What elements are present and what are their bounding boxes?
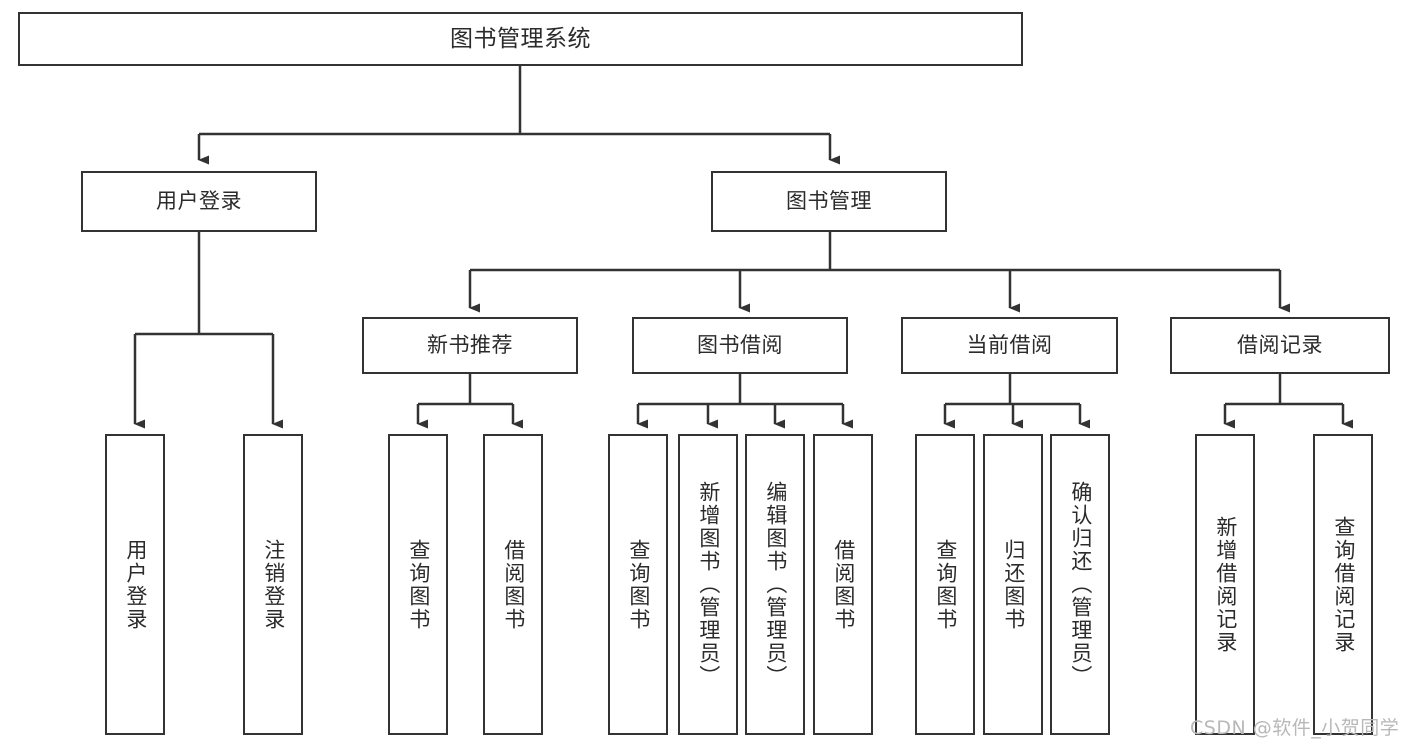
- node-leaf-logout-login[interactable]: 注销登录: [243, 434, 303, 735]
- node-leaf-query-record[interactable]: 查询借阅记录: [1313, 434, 1373, 735]
- node-leaf-borrow-book-1[interactable]: 借阅图书: [483, 434, 543, 735]
- node-leaf-add-record-label: 新增借阅记录: [1213, 515, 1238, 654]
- node-leaf-query-book-3-label: 查询图书: [933, 538, 958, 631]
- node-leaf-borrow-book-1-label: 借阅图书: [501, 538, 526, 631]
- node-leaf-edit-book[interactable]: 编辑图书（管理员）: [745, 434, 805, 735]
- node-leaf-confirm-return-label: 确认归还（管理员）: [1068, 481, 1093, 688]
- node-book-borrow[interactable]: 图书借阅: [632, 317, 848, 374]
- node-current-borrow-label: 当前借阅: [966, 333, 1053, 358]
- node-leaf-query-book-1[interactable]: 查询图书: [388, 434, 448, 735]
- node-leaf-query-book-3[interactable]: 查询图书: [915, 434, 975, 735]
- node-leaf-add-record[interactable]: 新增借阅记录: [1195, 434, 1255, 735]
- node-user-login-label: 用户登录: [156, 189, 242, 214]
- node-leaf-return-book[interactable]: 归还图书: [983, 434, 1043, 735]
- node-leaf-return-book-label: 归还图书: [1001, 538, 1026, 631]
- node-leaf-user-login-label: 用户登录: [123, 538, 148, 631]
- node-leaf-logout-login-label: 注销登录: [261, 538, 286, 631]
- node-leaf-add-book-label: 新增图书（管理员）: [696, 481, 721, 688]
- node-book-borrow-label: 图书借阅: [697, 333, 783, 358]
- node-borrow-record-label: 借阅记录: [1237, 333, 1323, 358]
- node-leaf-borrow-book-2[interactable]: 借阅图书: [813, 434, 873, 735]
- node-leaf-query-book-2-label: 查询图书: [626, 538, 651, 631]
- node-leaf-edit-book-label: 编辑图书（管理员）: [763, 481, 788, 688]
- node-current-borrow[interactable]: 当前借阅: [901, 317, 1118, 374]
- node-book-management[interactable]: 图书管理: [711, 171, 947, 232]
- node-root-label: 图书管理系统: [450, 25, 591, 52]
- node-leaf-query-book-1-label: 查询图书: [406, 538, 431, 631]
- node-leaf-confirm-return[interactable]: 确认归还（管理员）: [1050, 434, 1110, 735]
- csdn-watermark: CSDN @软件_小贺同学: [1190, 717, 1400, 739]
- node-root[interactable]: 图书管理系统: [18, 12, 1023, 66]
- node-leaf-add-book[interactable]: 新增图书（管理员）: [678, 434, 738, 735]
- node-borrow-record[interactable]: 借阅记录: [1170, 317, 1390, 374]
- node-leaf-borrow-book-2-label: 借阅图书: [831, 538, 856, 631]
- node-new-book-recommend-label: 新书推荐: [427, 333, 513, 358]
- node-leaf-query-record-label: 查询借阅记录: [1331, 515, 1356, 654]
- node-new-book-recommend[interactable]: 新书推荐: [362, 317, 578, 374]
- node-user-login[interactable]: 用户登录: [81, 171, 317, 232]
- node-book-management-label: 图书管理: [786, 189, 872, 214]
- node-leaf-query-book-2[interactable]: 查询图书: [608, 434, 668, 735]
- node-leaf-user-login[interactable]: 用户登录: [105, 434, 165, 735]
